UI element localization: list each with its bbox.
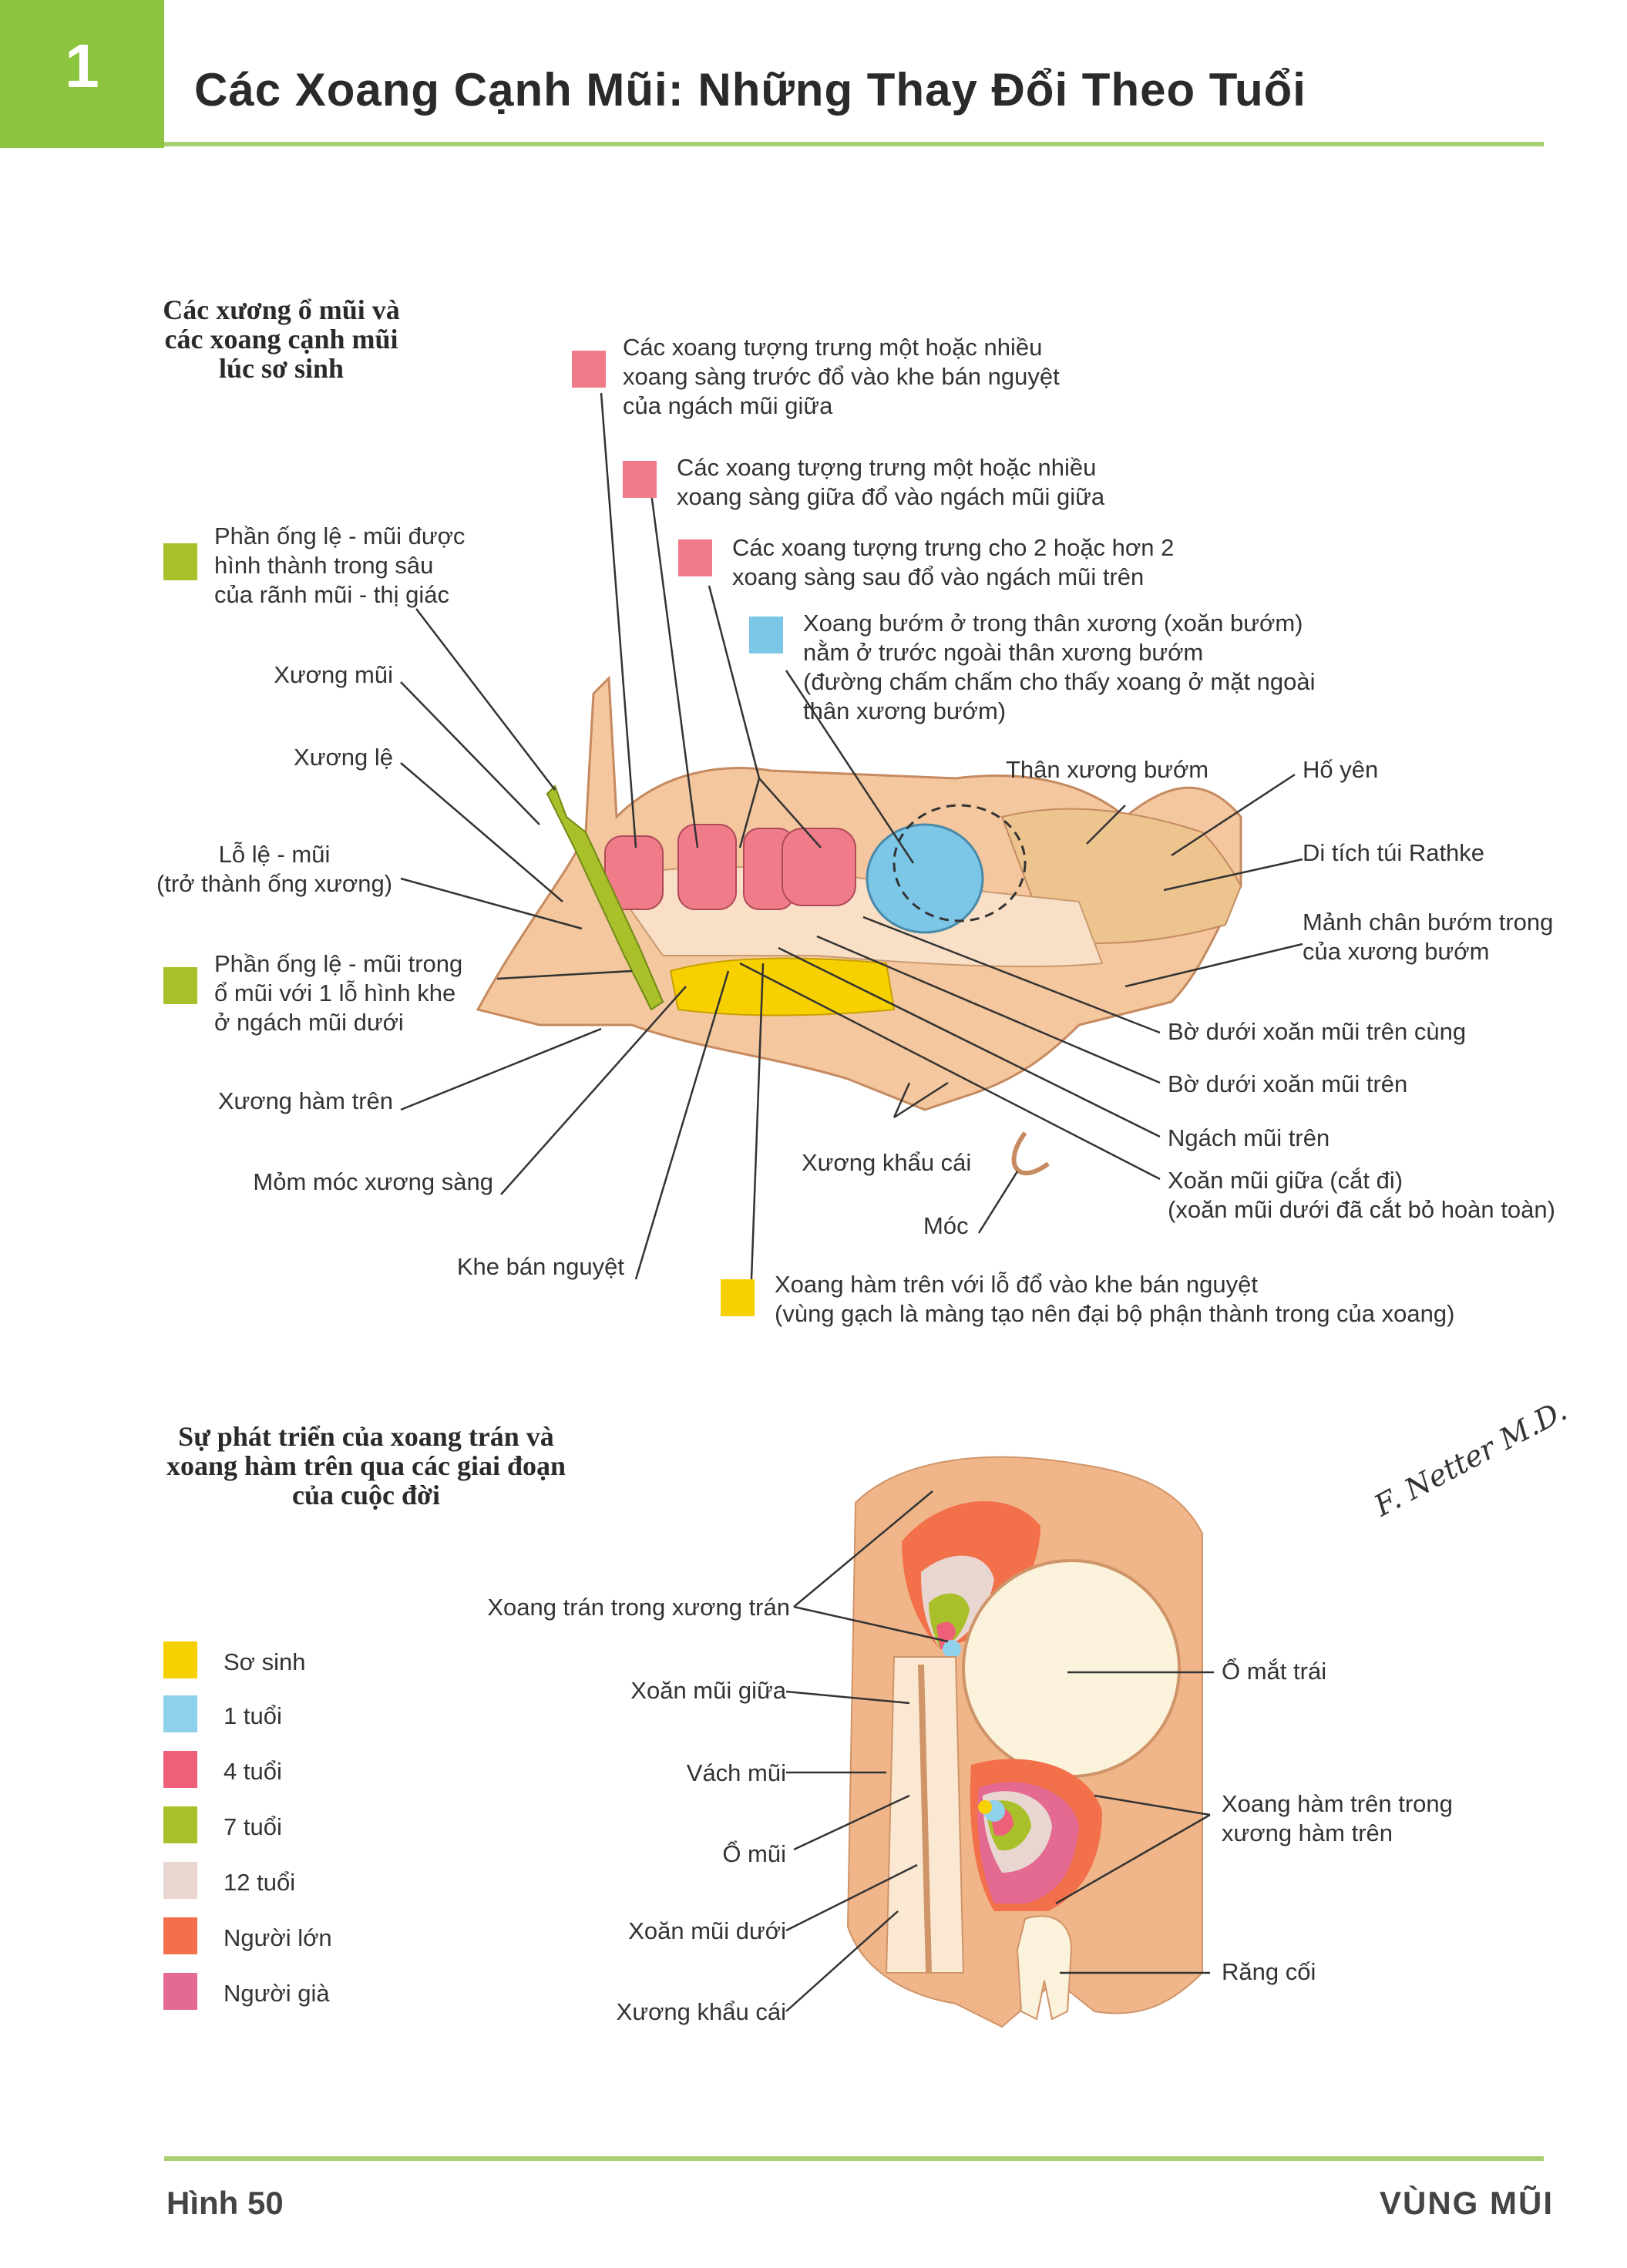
label-supreme-concha-edge: Bờ dưới xoăn mũi trên cùng: [1168, 1018, 1467, 1045]
label-nasal-bone: Xương mũi: [274, 661, 393, 688]
label-inferior-concha: Xoăn mũi dưới: [628, 1917, 786, 1944]
label-palatine-bone: Xương khẩu cái: [616, 1998, 786, 2025]
label-rathke-remnant: Di tích túi Rathke: [1303, 839, 1485, 866]
bottom-leader-lines: [785, 1490, 1214, 2012]
frontal-sinus-1y: [943, 1640, 961, 1658]
age-swatch-7y: [163, 1806, 197, 1843]
label-semilunar-hiatus: Khe bán nguyệt: [456, 1253, 624, 1280]
hamulus-shape: [1011, 1131, 1050, 1176]
age-label-12y: 12 tuổi: [224, 1869, 296, 1896]
section-title-newborn: Các xương ổ mũi và các xoang cạnh mũi lú…: [163, 294, 400, 384]
header-rule: [164, 142, 1544, 146]
label-nasal-cavity: Ổ mũi: [722, 1840, 786, 1867]
chapter-number-box: 1: [0, 0, 164, 148]
legend-nasolacrimal-lower: Phần ống lệ - mũi trong ổ mũi với 1 lỗ h…: [214, 950, 463, 1036]
sagittal-nasal-illustration: [476, 675, 1242, 1176]
age-label-7y: 7 tuổi: [224, 1813, 282, 1840]
region-name: VÙNG MŨI: [1380, 2185, 1554, 2221]
figure-number: Hình 50: [166, 2185, 284, 2221]
nasolacrimal-duct-shape: [546, 785, 664, 1011]
legend-swatch-nasolacrimal-upper: [163, 543, 197, 580]
label-superior-meatus: Ngách mũi trên: [1168, 1124, 1330, 1151]
legend-posterior-ethmoid: Các xoang tượng trưng cho 2 hoặc hơn 2 x…: [732, 534, 1175, 590]
age-swatch-1y: [163, 1695, 197, 1732]
legend-nasolacrimal-upper: Phần ống lệ - mũi được hình thành trong …: [214, 522, 466, 608]
maxillary-sinus-shape: [669, 957, 896, 1016]
legend-swatch-posterior-ethmoid: [678, 539, 712, 576]
sphenoid-sinus-dotted-outline: [892, 804, 1027, 922]
label-palatine-bone-top: Xương khẩu cái: [802, 1149, 972, 1176]
label-left-orbit: Ổ mắt trái: [1222, 1658, 1327, 1685]
age-swatch-newborn: [163, 1641, 197, 1678]
legend-middle-ethmoid: Các xoang tượng trưng một hoặc nhiều xoa…: [677, 454, 1105, 510]
age-label-adult: Người lớn: [224, 1924, 332, 1951]
footer-rule: [164, 2156, 1544, 2161]
legend-swatch-middle-ethmoid: [623, 461, 657, 498]
age-label-elderly: Người già: [224, 1980, 330, 2007]
age-label-newborn: Sơ sinh: [224, 1648, 306, 1675]
label-nasolacrimal-foramen: Lỗ lệ - mũi (trở thành ống xương): [156, 841, 393, 897]
legend-swatch-sphenoid: [749, 617, 783, 654]
label-frontal-sinus: Xoang trán trong xương trán: [487, 1594, 790, 1621]
legend-swatch-maxillary: [721, 1279, 755, 1316]
label-superior-concha-edge: Bờ dưới xoăn mũi trên: [1168, 1070, 1408, 1097]
label-lacrimal-bone: Xương lệ: [294, 744, 393, 771]
top-leader-lines: [400, 392, 1303, 1280]
sphenoid-sinus-shape: [866, 823, 984, 934]
label-hamulus: Móc: [923, 1212, 969, 1239]
maxillary-sinus-newborn: [978, 1800, 992, 1814]
nasal-septum-shape: [918, 1664, 932, 1974]
age-swatch-adult: [163, 1917, 197, 1954]
section-title-development: Sự phát triển của xoang trán và xoang hà…: [166, 1421, 566, 1510]
molar-tooth-shape: [1016, 1915, 1073, 2021]
age-label-4y: 4 tuổi: [224, 1758, 282, 1785]
label-sella-turcica: Hố yên: [1303, 756, 1379, 783]
legend-anterior-ethmoid: Các xoang tượng trưng một hoặc nhiều xoa…: [623, 334, 1060, 419]
age-swatch-12y: [163, 1862, 197, 1899]
label-maxilla: Xương hàm trên: [217, 1087, 393, 1114]
label-nasal-septum: Vách mũi: [686, 1759, 786, 1786]
chapter-number: 1: [65, 32, 99, 100]
middle-ethmoid-cell: [677, 824, 737, 910]
coronal-sinus-illustration: [846, 1456, 1203, 2028]
label-molar: Răng cối: [1222, 1958, 1316, 1985]
label-uncinate-process: Mỏm móc xương sàng: [253, 1168, 493, 1195]
posterior-ethmoid-cell: [782, 828, 856, 906]
age-swatch-4y: [163, 1751, 197, 1788]
age-swatch-elderly: [163, 1973, 197, 2010]
legend-swatch-anterior-ethmoid: [572, 351, 606, 388]
frontal-sinus-4y: [936, 1621, 956, 1649]
left-orbit-shape: [962, 1559, 1181, 1778]
label-middle-concha-cut: Xoăn mũi giữa (cắt đi) (xoăn mũi dưới đã…: [1168, 1167, 1555, 1223]
page-title: Các Xoang Cạnh Mũi: Những Thay Đổi Theo …: [194, 64, 1306, 116]
legend-swatch-nasolacrimal-lower: [163, 967, 197, 1004]
label-maxillary-sinus: Xoang hàm trên trong xương hàm trên: [1222, 1790, 1453, 1846]
legend-sphenoid: Xoang bướm ở trong thân xương (xoăn bướm…: [803, 610, 1316, 724]
legend-maxillary: Xoang hàm trên với lỗ đổ vào khe bán ngu…: [775, 1271, 1455, 1327]
label-middle-concha: Xoăn mũi giữa: [630, 1677, 786, 1704]
label-medial-pterygoid-plate: Mảnh chân bướm trong của xương bướm: [1303, 909, 1554, 965]
age-label-1y: 1 tuổi: [224, 1702, 282, 1729]
label-sphenoid-body: Thân xương bướm: [1006, 756, 1209, 783]
